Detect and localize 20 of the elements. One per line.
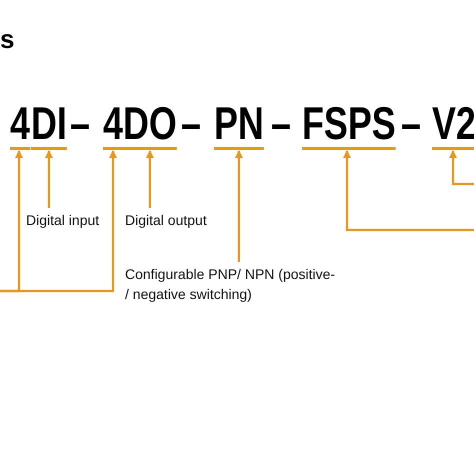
- separator-dash: –: [70, 101, 90, 145]
- description-text: Configurable PNP/ NPN (positive- / negative switching): [125, 264, 340, 304]
- code-segment: 4: [103, 101, 123, 150]
- code-segment: PN: [214, 101, 264, 150]
- separator-dash: –: [271, 101, 291, 145]
- leader-line: [343, 150, 474, 232]
- leader-line: [44, 150, 53, 208]
- code-segment: DO: [123, 101, 177, 150]
- description-text: Digital output: [125, 210, 207, 230]
- leader-line: [146, 150, 154, 208]
- code-segment: FSPS: [302, 101, 396, 150]
- code-segment: DI: [31, 101, 67, 150]
- description-text: Digital input: [26, 210, 100, 230]
- separator-dash: –: [401, 101, 421, 145]
- leader-line: [0, 150, 117, 292]
- leader-line: [449, 150, 474, 186]
- leader-line: [234, 150, 243, 262]
- code-segment: 4: [10, 101, 30, 150]
- heading: s: [0, 24, 14, 55]
- separator-dash: –: [181, 101, 201, 145]
